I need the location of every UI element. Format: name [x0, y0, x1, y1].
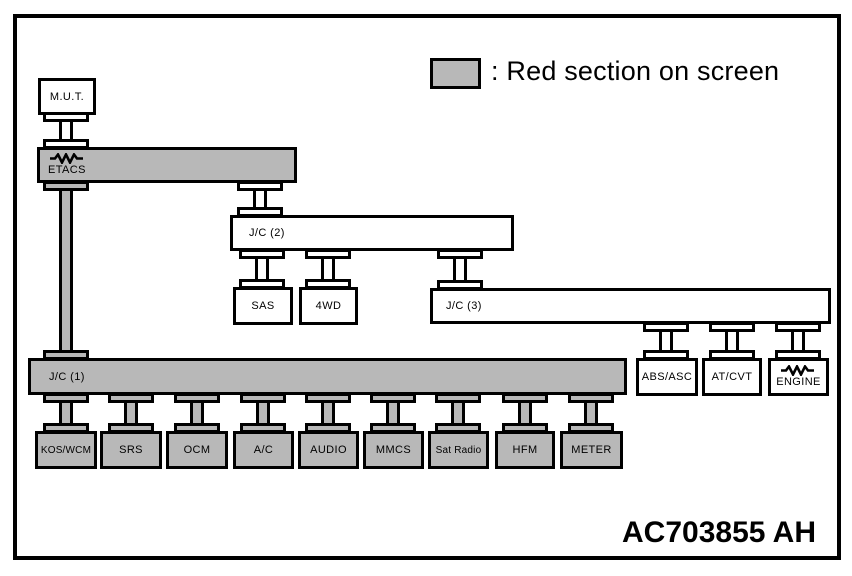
connector-stem: [255, 259, 269, 279]
node-meter-label: METER: [571, 444, 612, 456]
node-jc2: J/C (2): [230, 215, 514, 251]
node-jc3-label: J/C (3): [446, 300, 482, 312]
connector-jc2-sas: [239, 249, 285, 289]
connector-stem: [59, 403, 73, 423]
connector-stem: [321, 403, 335, 423]
connector-stem: [725, 332, 739, 350]
node-mmcs-label: MMCS: [375, 444, 412, 456]
connector-stem: [253, 191, 267, 207]
connector-jc3-abs-asc: [643, 322, 689, 360]
node-4wd-label: 4WD: [315, 300, 342, 312]
node-hfm: HFM: [495, 431, 555, 469]
connector-jc1-srs: [108, 393, 154, 433]
connector-jc1-ocm: [174, 393, 220, 433]
connector-etacs-jc2: [237, 181, 283, 217]
connector-stem: [791, 332, 805, 350]
node-mut: M.U.T.: [38, 78, 96, 115]
connector-stem: [386, 403, 400, 423]
node-sat-radio: Sat Radio: [428, 431, 489, 469]
node-srs: SRS: [100, 431, 162, 469]
resistor-icon: [781, 365, 815, 377]
node-ocm: OCM: [166, 431, 228, 469]
node-abs-asc-label: ABS/ASC: [641, 371, 693, 383]
connector-jc1-ac: [240, 393, 286, 433]
node-etacs-label: ETACS: [48, 164, 86, 177]
node-audio-label: AUDIO: [310, 444, 347, 456]
node-audio: AUDIO: [298, 431, 359, 469]
connector-stem: [584, 403, 598, 423]
connector-stem: [321, 259, 335, 279]
node-sas-label: SAS: [251, 300, 275, 312]
node-engine-label: ENGINE: [776, 376, 821, 389]
connector-stem: [518, 403, 532, 423]
node-meter: METER: [560, 431, 623, 469]
connector-stem: [59, 122, 73, 139]
figure-code: AC703855 AH: [622, 516, 816, 549]
connector-stem: [451, 403, 465, 423]
connector-mut-etacs: [43, 112, 89, 149]
node-4wd: 4WD: [299, 287, 358, 325]
connector-stem: [256, 403, 270, 423]
node-engine: ENGINE: [768, 358, 829, 396]
node-ac-label: A/C: [253, 444, 274, 456]
connector-stem: [190, 403, 204, 423]
node-jc1-label: J/C (1): [49, 370, 85, 383]
connector-stem: [659, 332, 673, 350]
connector-jc2-4wd: [305, 249, 351, 289]
legend-label: : Red section on screen: [491, 56, 780, 86]
connector-jc1-audio: [305, 393, 351, 433]
connector-jc1-kos-wcm: [43, 393, 89, 433]
connector-jc1-mmcs: [370, 393, 416, 433]
connector-stem: [59, 191, 73, 350]
node-at-cvt-label: AT/CVT: [711, 371, 753, 383]
connector-jc3-engine: [775, 322, 821, 360]
connector-jc2-jc3: [437, 249, 483, 290]
diagram-border: [13, 14, 841, 560]
node-jc2-label: J/C (2): [249, 227, 285, 239]
node-etacs: ETACS: [37, 147, 297, 183]
connector-etacs-jc1-bus: [43, 181, 89, 360]
node-hfm-label: HFM: [512, 444, 538, 456]
node-sat-radio-label: Sat Radio: [435, 444, 482, 456]
connector-jc1-meter: [568, 393, 614, 433]
node-ocm-label: OCM: [183, 444, 211, 456]
node-sas: SAS: [233, 287, 293, 325]
connector-stem: [453, 259, 467, 280]
node-at-cvt: AT/CVT: [702, 358, 762, 396]
node-jc1: J/C (1): [28, 358, 627, 395]
node-jc3: J/C (3): [430, 288, 831, 324]
node-mmcs: MMCS: [363, 431, 424, 469]
connector-jc3-at-cvt: [709, 322, 755, 360]
legend-swatch: [430, 58, 481, 89]
node-srs-label: SRS: [119, 444, 143, 456]
connector-stem: [124, 403, 138, 423]
node-ac: A/C: [233, 431, 294, 469]
node-mut-label: M.U.T.: [49, 90, 85, 103]
node-kos-wcm-label: KOS/WCM: [40, 444, 92, 456]
node-abs-asc: ABS/ASC: [636, 358, 698, 396]
resistor-icon: [49, 153, 83, 165]
connector-jc1-hfm: [502, 393, 548, 433]
node-kos-wcm: KOS/WCM: [35, 431, 97, 469]
connector-jc1-sat-radio: [435, 393, 481, 433]
